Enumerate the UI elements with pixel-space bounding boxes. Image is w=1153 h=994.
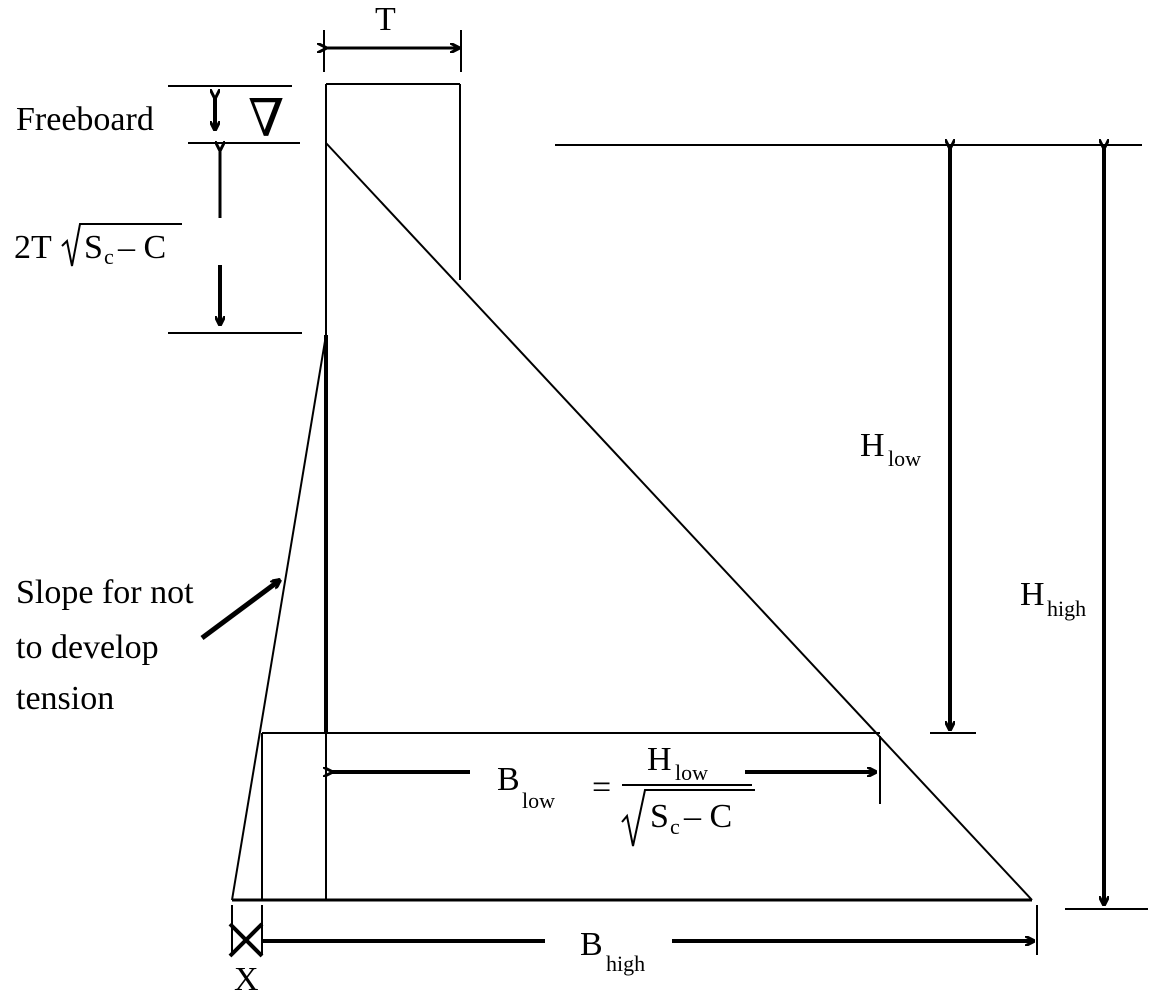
depth-minus-c: – C (117, 229, 166, 266)
b-high-dimension: B high (262, 905, 1038, 976)
water-level-symbol: ∇ (248, 91, 284, 148)
b-low-den-s: S (650, 798, 669, 835)
depth-sqrt-sign (61, 223, 182, 267)
h-high-sub: high (1047, 596, 1086, 621)
x-arrow-stroke-b (228, 922, 264, 958)
tension-note-line-2: to develop (16, 629, 159, 666)
h-low-sub: low (888, 446, 921, 471)
h-high-label: H (1020, 576, 1045, 613)
depth-sc-sub: c (104, 244, 114, 269)
dam-outline (231, 83, 1033, 902)
h-high-dimension: H high (1020, 148, 1148, 910)
downstream-slope-line (325, 142, 1033, 901)
h-low-dimension: H low (555, 145, 1142, 734)
crest-depth-dimension: 2T S c – C (14, 150, 302, 334)
tension-note: Slope for not to develop tension (16, 574, 280, 717)
top-width-dimension: T (324, 1, 462, 72)
tension-note-line-3: tension (16, 680, 114, 717)
x-label: X (234, 961, 259, 994)
t-label: T (375, 1, 396, 38)
b-low-den-minus-c: – C (683, 798, 732, 835)
h-low-label: H (860, 427, 885, 464)
depth-coef-label: 2T (14, 229, 52, 266)
depth-sc-label: S (84, 229, 103, 266)
x-dimension: X (228, 905, 264, 994)
b-low-sqrt-sign (621, 789, 755, 847)
b-high-label: B (580, 926, 603, 963)
b-low-den-sub: c (670, 814, 680, 839)
b-low-equals: = (592, 769, 611, 806)
tension-note-line-1: Slope for not (16, 574, 194, 611)
b-high-sub: high (606, 951, 645, 976)
b-low-dimension: B low = H low S c – C (332, 736, 881, 847)
tension-note-arrow (200, 580, 280, 641)
b-low-num-h: H (647, 741, 672, 778)
b-low-sub: low (522, 788, 555, 813)
b-low-label: B (497, 761, 520, 798)
b-low-num-sub: low (675, 760, 708, 785)
freeboard-dimension: Freeboard ∇ (16, 85, 300, 148)
freeboard-label: Freeboard (16, 101, 154, 138)
tension-slope-line (231, 334, 327, 901)
